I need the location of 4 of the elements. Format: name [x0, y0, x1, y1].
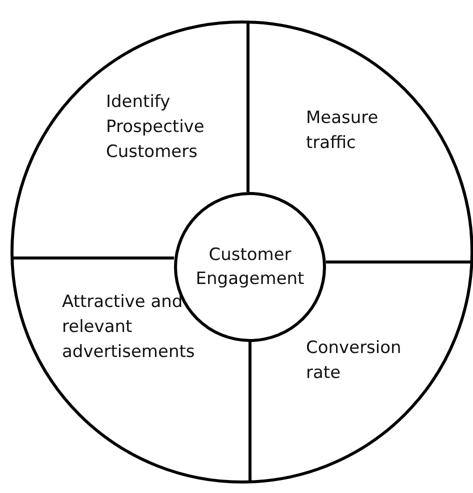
quadrant-text: Measure traffic: [306, 106, 416, 156]
quadrant-text: Conversion rate: [306, 336, 426, 386]
quadrant-text: Attractive and relevant advertisements: [62, 290, 232, 365]
quadrant-text: Identify Prospective Customers: [106, 90, 236, 165]
